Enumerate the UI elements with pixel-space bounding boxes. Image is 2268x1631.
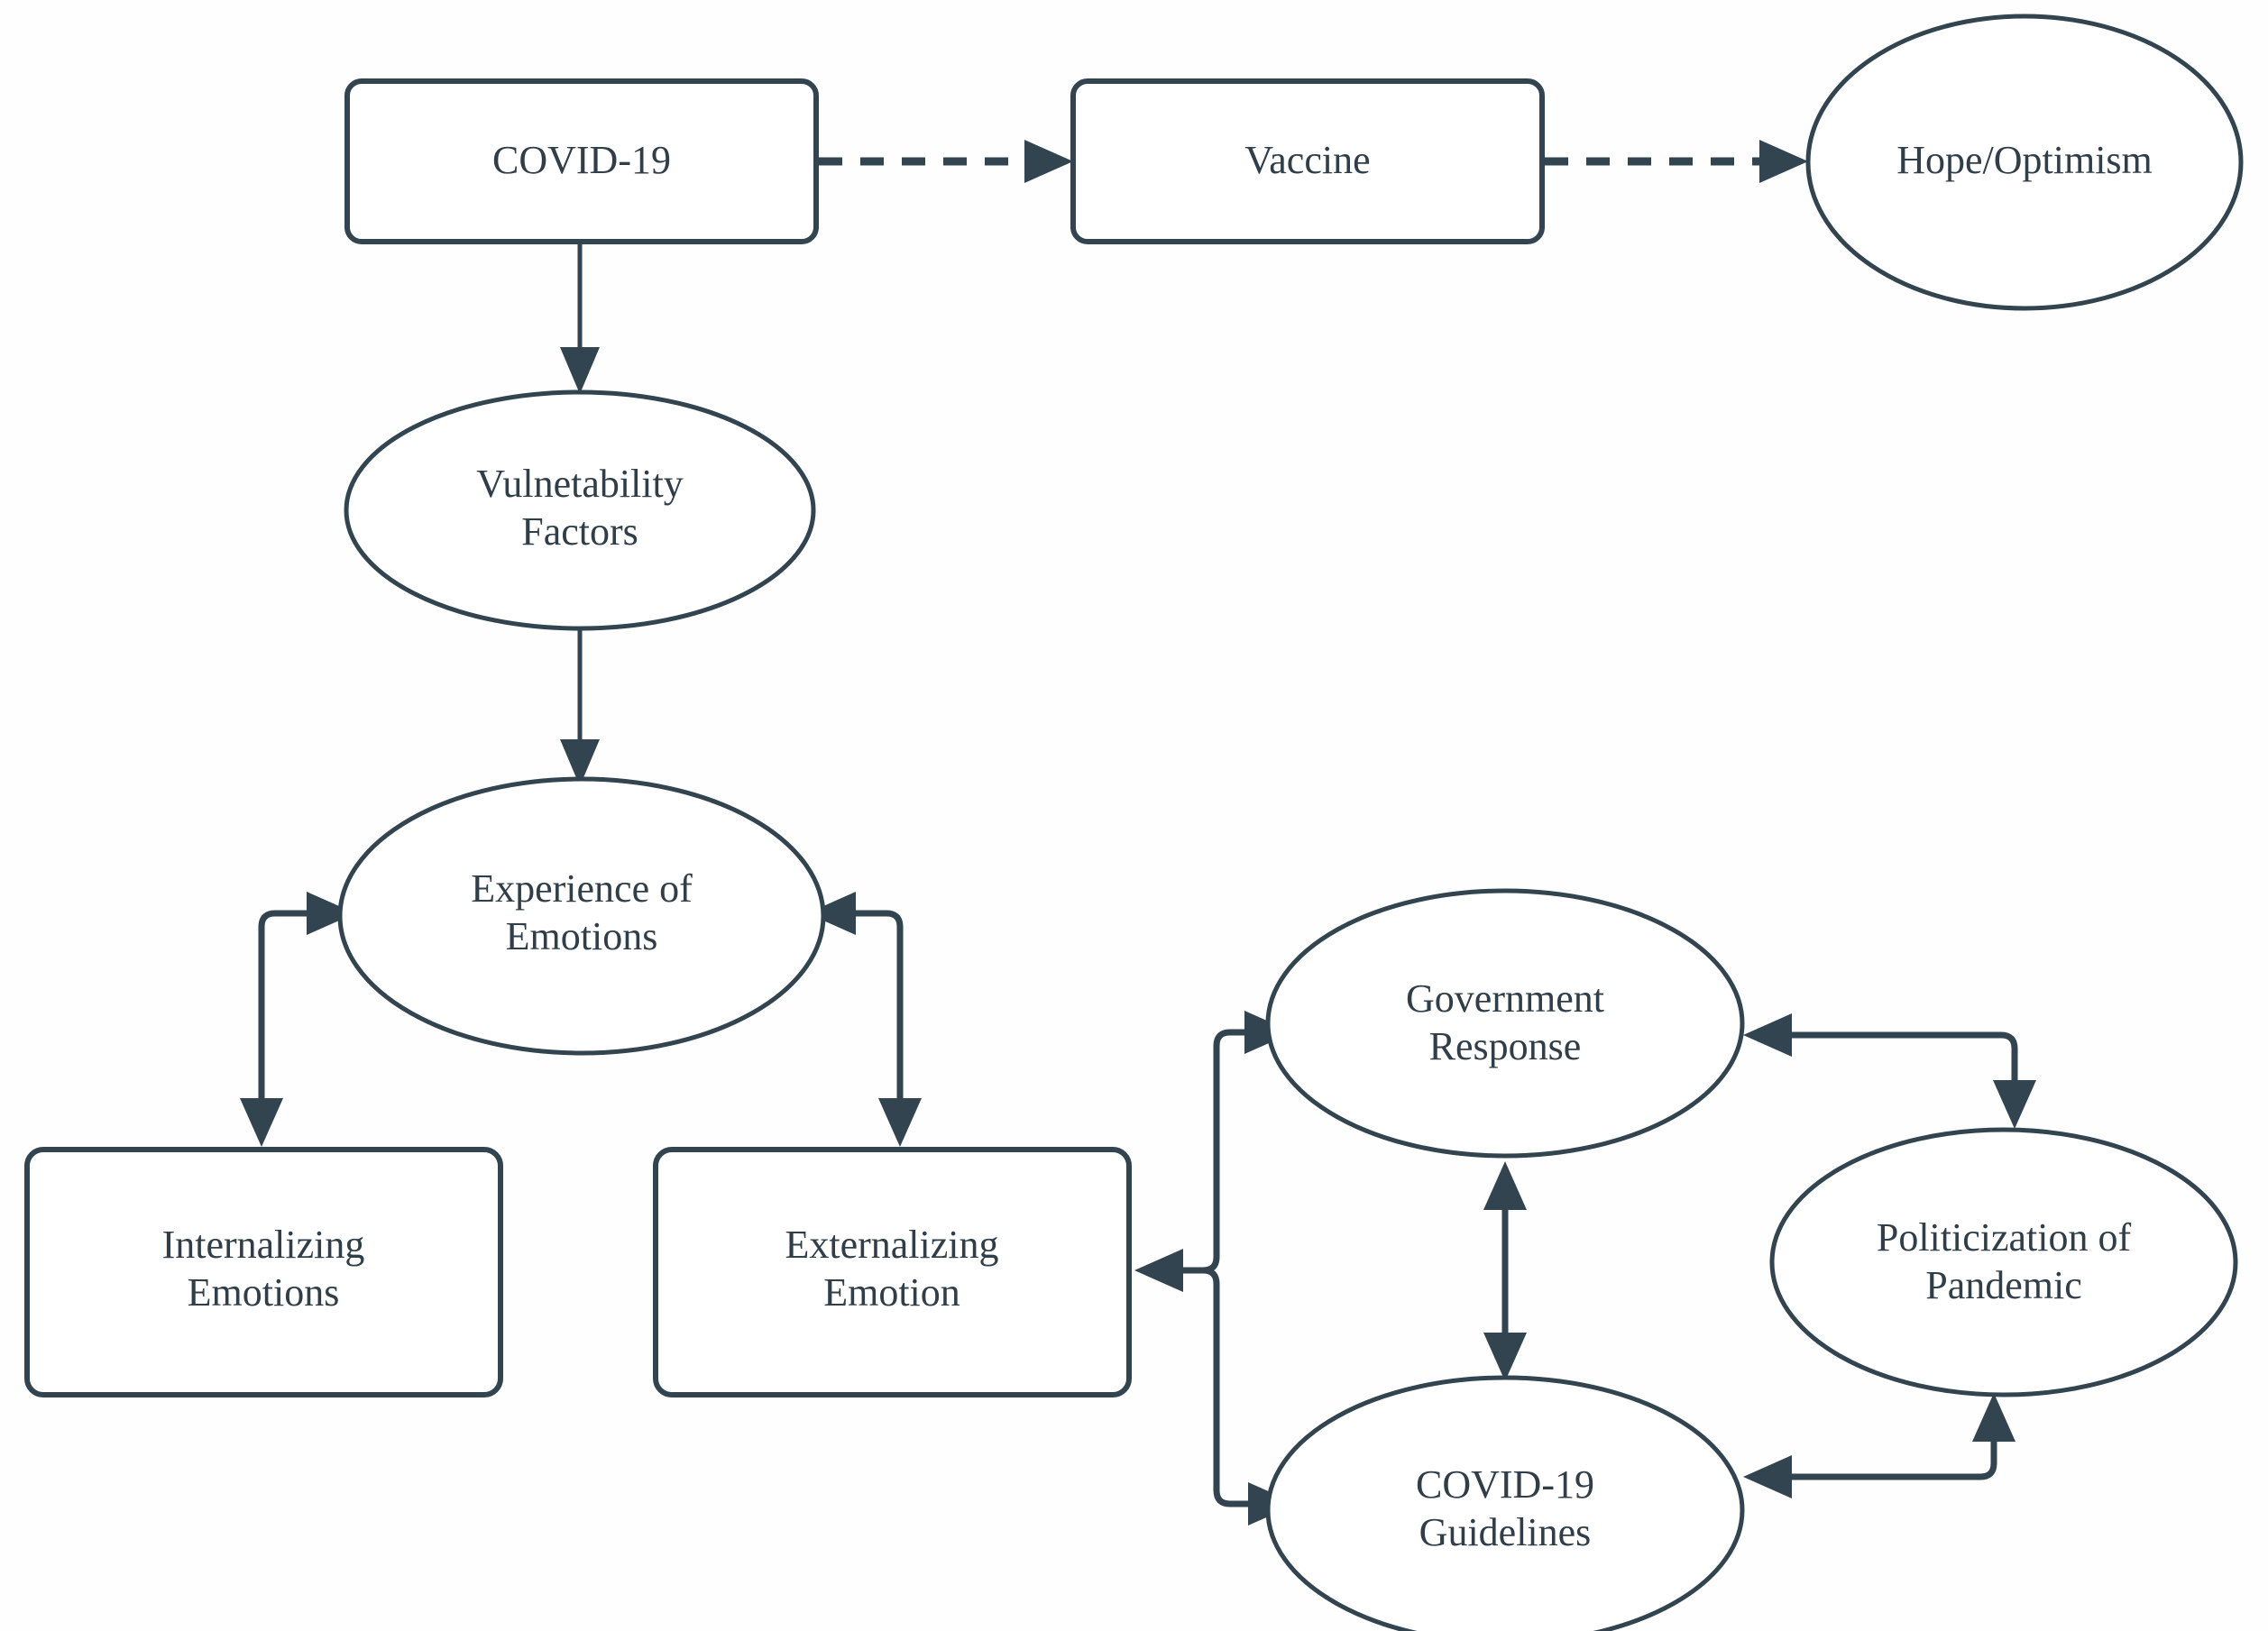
node-internalizing[interactable]: Internalizing Emotions [24,1147,503,1397]
nodes-layer: COVID-19 Vaccine Hope/Optimism Vulnetabi… [24,14,2244,1631]
edge-covid19-to-vulnerability [560,243,600,394]
node-government[interactable]: Government Response [1265,888,1745,1159]
node-vulnerability[interactable]: Vulnetability Factors [344,389,816,631]
edge-covid19-to-vaccine [819,140,1073,183]
node-vaccine[interactable]: Vaccine [1070,78,1545,244]
node-experience-shape[interactable] [337,776,826,1056]
node-externalizing[interactable]: Externalizing Emotion [653,1147,1132,1397]
edge-experience-to-internalizing [240,892,355,1147]
node-covid19[interactable]: COVID-19 [344,78,819,244]
edge-trunk-arrow-into-externalizing [1134,1249,1183,1292]
edge-government-to-guidelines [1483,1161,1527,1381]
edge-vulnerability-to-experience [560,629,600,786]
node-vaccine-shape[interactable] [1070,78,1545,244]
node-politicization-shape[interactable] [1769,1127,2238,1397]
edge-vaccine-to-hope [1545,140,1808,183]
node-guidelines-shape[interactable] [1265,1375,1745,1631]
node-hope-shape[interactable] [1805,14,2244,311]
node-experience[interactable]: Experience of Emotions [337,776,826,1056]
node-externalizing-shape[interactable] [653,1147,1132,1397]
edge-guidelines-to-politicization [1743,1393,2015,1498]
node-vulnerability-shape[interactable] [344,389,816,631]
node-politicization[interactable]: Politicization of Pandemic [1769,1127,2238,1397]
node-internalizing-shape[interactable] [24,1147,503,1397]
node-covid19-shape[interactable] [344,78,819,244]
edge-experience-to-externalizing [807,892,922,1147]
node-government-shape[interactable] [1265,888,1745,1159]
node-guidelines[interactable]: COVID-19 Guidelines [1265,1375,1745,1631]
node-hope[interactable]: Hope/Optimism [1805,14,2244,311]
edge-government-to-politicization [1743,1013,2036,1129]
